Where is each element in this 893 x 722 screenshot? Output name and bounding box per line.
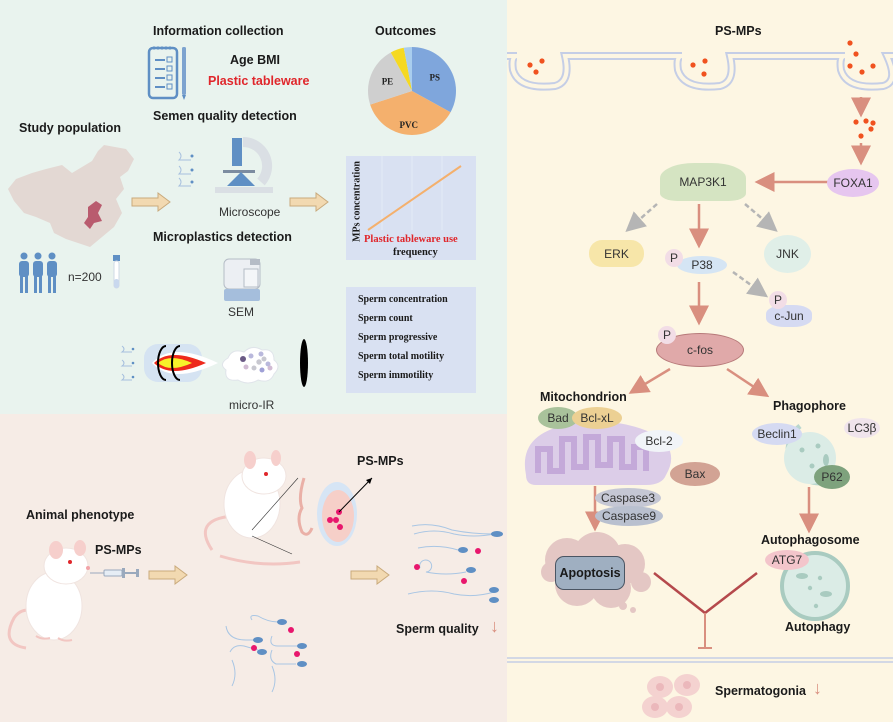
sperm-abnormal-icon bbox=[407, 524, 503, 603]
sperm-normal-icon bbox=[225, 615, 307, 693]
protein-lc3b: LC3β bbox=[844, 418, 880, 438]
sem-instrument-icon bbox=[223, 258, 261, 301]
spermatogonia-cells-icon bbox=[642, 674, 700, 718]
phospho-cfos: P bbox=[658, 326, 676, 344]
flow-arrow-3 bbox=[148, 565, 188, 585]
info-item-age-bmi: Age BMI bbox=[230, 53, 280, 67]
apoptosis-box: Apoptosis bbox=[555, 556, 625, 590]
node-erk: ERK bbox=[589, 240, 644, 267]
mouse-icon bbox=[7, 540, 90, 650]
cell-membrane bbox=[507, 40, 893, 91]
sperm-param: Sperm concentration bbox=[358, 294, 448, 305]
flow-arrow-2 bbox=[289, 192, 329, 212]
info-collection-title: Information collection bbox=[153, 24, 284, 38]
caspase3: Caspase3 bbox=[595, 488, 661, 508]
node-map3k1: MAP3K1 bbox=[660, 163, 746, 201]
dissected-mouse-icon bbox=[203, 450, 373, 566]
mechanism-panel: PS-MPs bbox=[507, 0, 893, 722]
china-map-icon bbox=[8, 145, 134, 247]
info-item-plastic-tableware: Plastic tableware bbox=[208, 74, 310, 88]
node-cjun: c-Jun bbox=[766, 305, 812, 327]
phospho-cjun: P bbox=[769, 291, 787, 309]
microplastics-detection-title: Microplastics detection bbox=[153, 230, 292, 244]
caspase9: Caspase9 bbox=[595, 506, 663, 526]
microscope-icon bbox=[177, 136, 273, 193]
plot-xlabel-line2: frequency bbox=[393, 247, 438, 258]
protein-bad: Bad bbox=[538, 407, 578, 429]
pie-label-ps: PS bbox=[429, 73, 440, 83]
protein-bcl-xl: Bcl-xL bbox=[572, 407, 622, 429]
mechanism-top-label: PS-MPs bbox=[715, 24, 762, 38]
sperm-param: Sperm progressive bbox=[358, 332, 438, 343]
test-tube-icon bbox=[113, 255, 120, 289]
correlation-grid bbox=[367, 156, 462, 231]
flow-arrow-4 bbox=[350, 565, 390, 585]
sperm-parameters-box: Sperm concentration Sperm count Sperm pr… bbox=[346, 287, 476, 393]
autophagosome-icon bbox=[780, 551, 850, 621]
pie-label-pvc: PVC bbox=[400, 120, 419, 130]
injection-label: PS-MPs bbox=[95, 543, 142, 557]
sperm-param: Sperm count bbox=[358, 313, 413, 324]
mitochondrion-icon bbox=[524, 421, 672, 485]
sperm-param: Sperm total motility bbox=[358, 351, 445, 362]
pie-slice-other-yellow bbox=[390, 47, 412, 91]
autophagy-label: Autophagy bbox=[785, 620, 851, 634]
pie-label-pe: PE bbox=[382, 76, 394, 86]
sperm-quality-label: Sperm quality bbox=[396, 622, 479, 636]
study-panel: Information collection Age BMI Plastic t… bbox=[0, 0, 507, 414]
protein-bax: Bax bbox=[670, 462, 720, 486]
syringe-icon bbox=[90, 568, 139, 578]
outcomes-title: Outcomes bbox=[375, 24, 437, 38]
clipboard-icon bbox=[147, 46, 186, 100]
spermatogonia-label: Spermatogonia bbox=[715, 684, 806, 698]
study-population-title: Study population bbox=[19, 121, 122, 135]
microscope-label: Microscope bbox=[219, 205, 281, 219]
node-foxa1: FOXA1 bbox=[827, 169, 879, 197]
sample-size: n=200 bbox=[68, 270, 102, 284]
pie-slice-pe bbox=[368, 52, 412, 105]
pie-slice-ps bbox=[412, 47, 456, 113]
plot-ylabel: MPs concentration bbox=[351, 161, 363, 242]
decrease-arrow-icon: ↓ bbox=[813, 678, 822, 698]
plot-xlabel-line1: Plastic tableware use bbox=[364, 234, 458, 245]
trend-line bbox=[367, 165, 462, 231]
testis-mps-label: PS-MPs bbox=[357, 454, 404, 468]
autophagosome-title: Autophagosome bbox=[761, 533, 860, 547]
sem-label: SEM bbox=[228, 305, 255, 319]
phagophore-title: Phagophore bbox=[773, 399, 846, 413]
node-jnk: JNK bbox=[764, 235, 811, 273]
node-p38: P38 bbox=[677, 256, 727, 274]
pie-slice-pvc bbox=[370, 91, 451, 135]
flow-arrow-1 bbox=[131, 192, 171, 212]
people-icon bbox=[19, 252, 57, 293]
protein-beclin1: Beclin1 bbox=[752, 423, 802, 445]
animal-panel: Animal phenotype PS-MPs bbox=[0, 414, 507, 722]
protein-atg7: ATG7 bbox=[765, 550, 809, 570]
pie-slice-other-lightblue bbox=[403, 47, 412, 91]
micro-ir-icon bbox=[120, 339, 308, 387]
semen-quality-title: Semen quality detection bbox=[153, 109, 297, 123]
decrease-arrow-icon: ↓ bbox=[490, 616, 499, 636]
pathway-arrows bbox=[507, 97, 893, 663]
correlation-plot: MPs concentration Plastic tableware use … bbox=[346, 156, 476, 260]
protein-bcl-2: Bcl-2 bbox=[635, 430, 683, 452]
sperm-param: Sperm immotility bbox=[358, 370, 434, 381]
animal-phenotype-title: Animal phenotype bbox=[26, 508, 135, 522]
outcomes-pie-chart: PS PVC PE bbox=[368, 47, 456, 135]
micro-ir-label: micro-IR bbox=[229, 398, 275, 412]
mitochondrion-title: Mitochondrion bbox=[540, 390, 627, 404]
phospho-p38: P bbox=[665, 249, 683, 267]
protein-p62: P62 bbox=[814, 465, 850, 489]
